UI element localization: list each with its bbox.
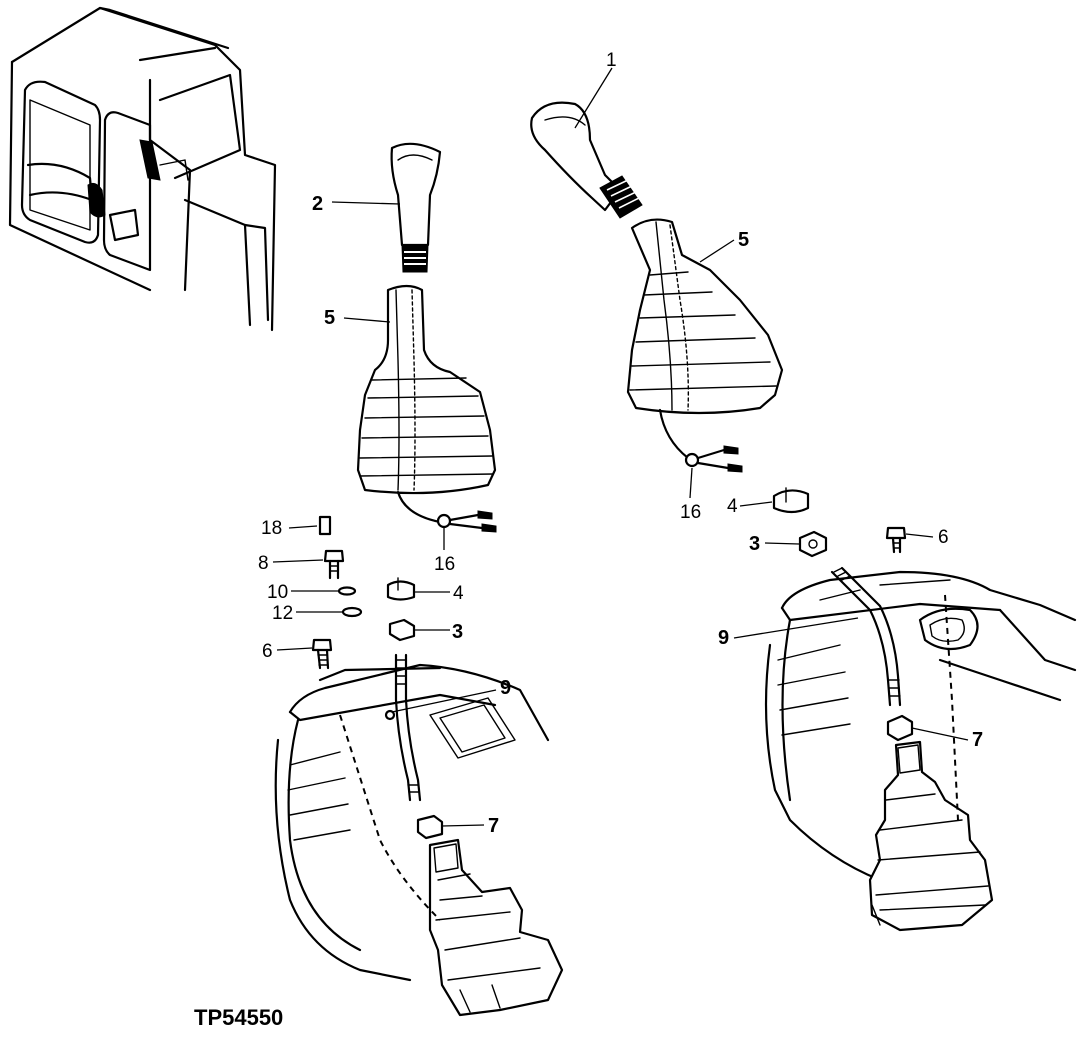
callout-2: 2 [312,193,323,215]
left-console-and-pilot-valve [274,653,564,1017]
callout-16-right: 16 [680,502,701,523]
callout-4-left: 4 [453,583,464,604]
right-control-lever-assembly [530,101,907,558]
callout-9-left: 9 [500,677,511,699]
callout-12: 12 [272,603,293,624]
leader-lines [272,67,969,827]
callout-6-right: 6 [938,527,949,548]
left-control-lever-assembly [356,142,497,533]
callout-8: 8 [258,553,269,574]
callout-9-right: 9 [718,627,729,649]
callout-labels: 1 2 5 5 18 8 10 12 6 4 3 16 16 4 3 6 9 9… [258,50,983,837]
callout-3-left: 3 [452,621,463,643]
right-console-and-pilot-valve [764,566,1077,932]
callout-5-right: 5 [738,229,749,251]
left-hardware [311,515,416,670]
callout-7-right: 7 [972,729,983,751]
callout-16-left: 16 [434,554,455,575]
callout-3-right: 3 [749,533,760,555]
callout-1: 1 [606,50,617,71]
figure-id: TP54550 [194,1005,283,1030]
callout-4-right: 4 [727,496,738,517]
callout-6-left: 6 [262,641,273,662]
cab-overview-illustration [8,6,277,332]
callout-18: 18 [261,518,282,539]
callout-5-left: 5 [324,307,335,329]
callout-7-left: 7 [488,815,499,837]
callout-10: 10 [267,582,288,603]
